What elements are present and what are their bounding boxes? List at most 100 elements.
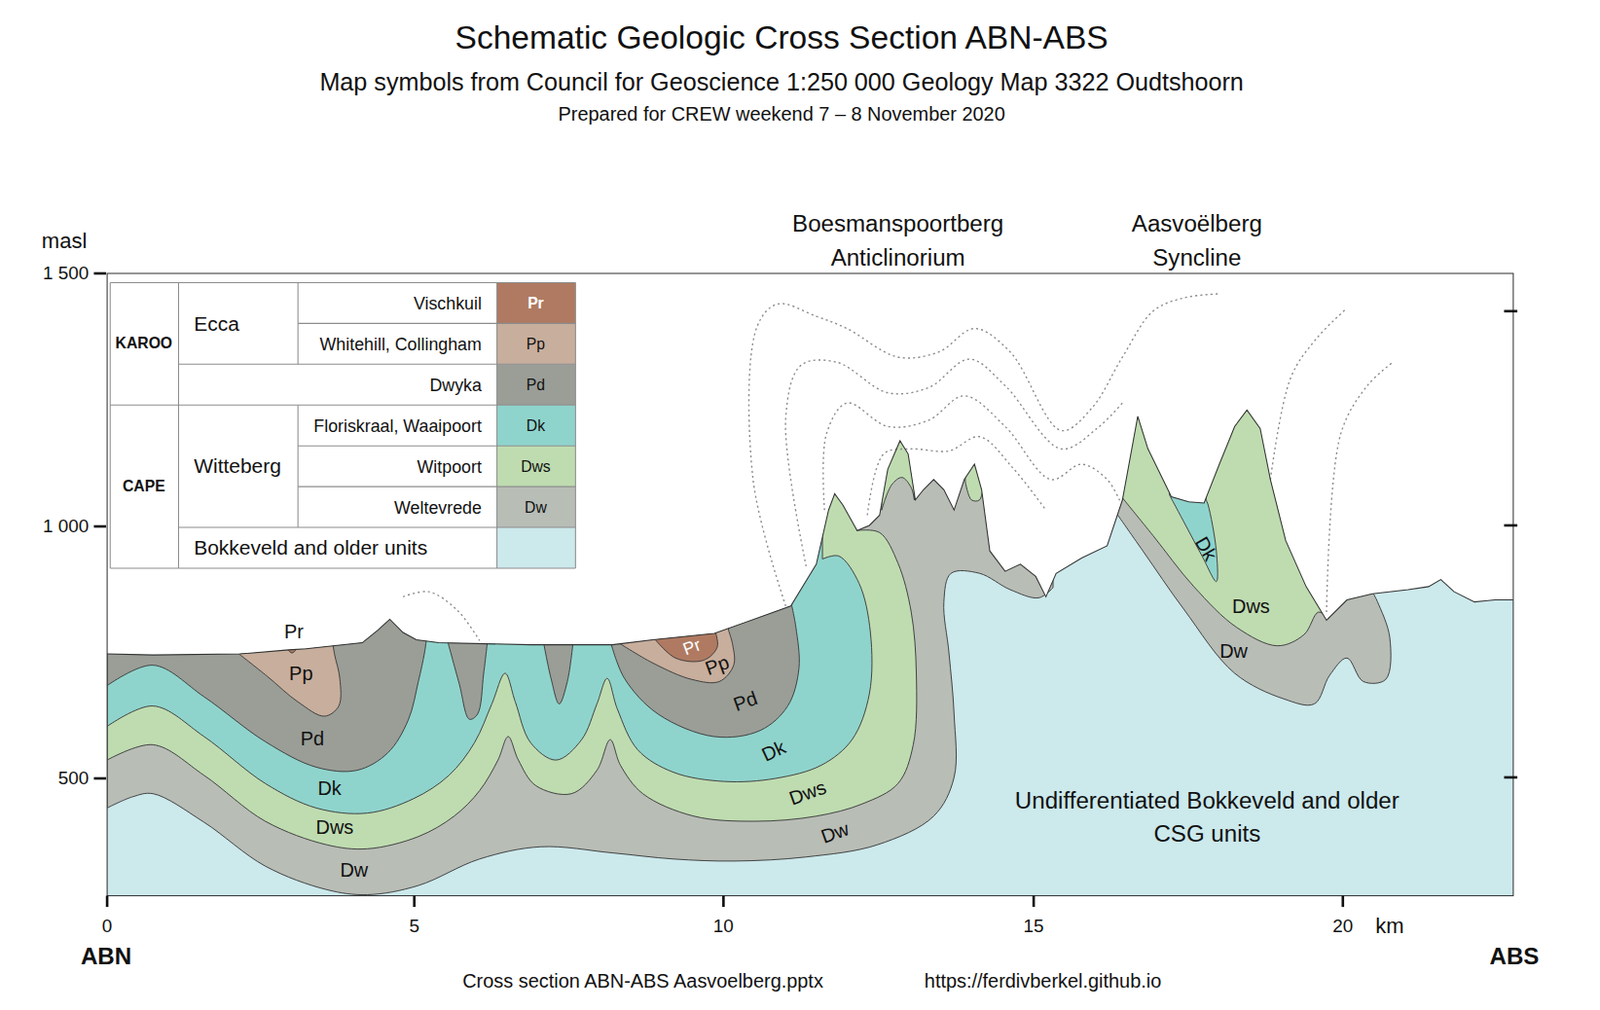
footer-note: Cross section ABN-ABS Aasvoelberg.pptx — [462, 969, 824, 992]
geology — [107, 204, 1514, 897]
table-rule — [109, 404, 576, 406]
axis-tick — [93, 777, 107, 781]
legend-ground — [109, 282, 576, 569]
eroded-fold-trace — [1326, 362, 1393, 613]
table-rule — [109, 567, 576, 569]
table-cell: CAPE — [122, 477, 166, 496]
rock-unit — [965, 204, 984, 502]
eroded-fold-trace — [402, 591, 480, 642]
unit-label: Pd — [300, 727, 325, 751]
tick-label: 10 — [713, 915, 734, 938]
legend-text: Vischkuil — [413, 293, 482, 315]
legend-swatch — [497, 527, 577, 569]
tick-label: 1 500 — [42, 262, 89, 285]
rock-unit — [107, 204, 873, 815]
legend-text: Dwyka — [429, 375, 481, 397]
axis-tick — [1503, 524, 1518, 528]
eroded-fold-trace — [785, 359, 1123, 567]
table-rule — [109, 282, 576, 284]
table-rule — [178, 527, 576, 529]
axis-tick — [93, 272, 107, 276]
axis-tick — [106, 896, 110, 909]
structure-label: Aasvoëlberg Syncline — [1099, 208, 1294, 276]
unit-code: Pr — [527, 294, 545, 313]
unit-label: Dw — [1219, 639, 1248, 662]
table-rule — [178, 282, 180, 569]
axis-tick — [1341, 896, 1345, 909]
section-end: ABN — [80, 944, 132, 972]
unit-label: Pp — [289, 662, 313, 686]
section-end: ABS — [1489, 944, 1539, 972]
unit-label: Dws — [786, 775, 830, 810]
table-cell: Witteberg — [193, 454, 282, 478]
subtitle: Map symbols from Council for Geoscience … — [319, 67, 1243, 96]
legend-swatch — [497, 323, 577, 364]
legend-text: Weltevrede — [394, 498, 482, 519]
table-cell: KAROO — [115, 334, 174, 353]
eroded-fold-trace — [1270, 308, 1347, 480]
unit-code: Pd — [526, 376, 546, 395]
tick-label: 1 000 — [42, 515, 89, 538]
table-rule — [297, 323, 576, 325]
legend-text: Floriskraal, Waaipoort — [313, 416, 482, 437]
footer-note: https://ferdivberkel.github.io — [924, 969, 1162, 992]
table-rule — [109, 282, 111, 569]
unit-label: Dk — [758, 735, 790, 766]
unit-code: Dw — [524, 499, 547, 517]
unit-code: Pp — [526, 335, 546, 354]
table-rule — [575, 282, 577, 569]
unit-label: Undifferentiated Bokkeveld and older CSG… — [992, 784, 1421, 852]
axis-tick — [412, 896, 416, 909]
eroded-fold-trace — [823, 396, 1121, 510]
table-rule — [297, 486, 576, 488]
legend-swatch — [497, 486, 577, 528]
rock-unit — [107, 204, 917, 850]
rock-unit — [610, 204, 800, 738]
subtitle: Prepared for CREW weekend 7 – 8 November… — [558, 103, 1006, 126]
legend-text: Whitehill, Collingham — [320, 334, 482, 356]
axis-title: masl — [41, 229, 87, 255]
legend-swatch — [497, 363, 577, 405]
unit-label: Dw — [817, 817, 852, 848]
rock-unit — [651, 204, 719, 662]
axis-tick — [1503, 309, 1518, 313]
unit-label: Dws — [316, 816, 355, 839]
unit-label: Dw — [339, 859, 368, 882]
legend-text: Bokkeveld and older units — [193, 536, 428, 560]
tick-label: 500 — [58, 767, 89, 790]
title: Schematic Geologic Cross Section ABN-ABS — [455, 18, 1109, 57]
unit-label: Dk — [317, 777, 341, 800]
unit-label: Pr — [680, 634, 704, 659]
axis-tick — [722, 896, 726, 909]
table-cell: Ecca — [193, 312, 240, 336]
axis-tick — [1503, 776, 1518, 780]
axis-tick — [93, 525, 107, 529]
legend-swatch — [497, 445, 577, 487]
legend-swatch — [497, 282, 577, 324]
unit-code: Dws — [520, 458, 551, 476]
table-rule — [178, 363, 576, 365]
plot-frame — [107, 273, 1514, 897]
tick-label: 15 — [1023, 915, 1045, 938]
unit-label: Dk — [1190, 533, 1222, 566]
unit-label: Pr — [284, 620, 304, 644]
legend-swatch — [497, 404, 577, 446]
structure-label: Boesmanspoortberg Anticlinorium — [764, 208, 1031, 276]
legend-table — [109, 282, 576, 569]
table-rule — [496, 282, 498, 569]
tick-label: 20 — [1332, 915, 1353, 938]
table-rule — [297, 445, 576, 447]
legend-text: Witpoort — [417, 457, 482, 478]
tick-label: 0 — [102, 915, 113, 938]
axis-title: km — [1375, 913, 1404, 939]
rock-unit — [107, 204, 1054, 896]
unit-label: Pp — [702, 651, 733, 681]
rock-unit — [615, 204, 735, 684]
tick-label: 5 — [408, 915, 420, 938]
axis-tick — [1032, 896, 1036, 909]
rock-unit — [1114, 204, 1391, 706]
unit-label: Dws — [1232, 594, 1271, 618]
